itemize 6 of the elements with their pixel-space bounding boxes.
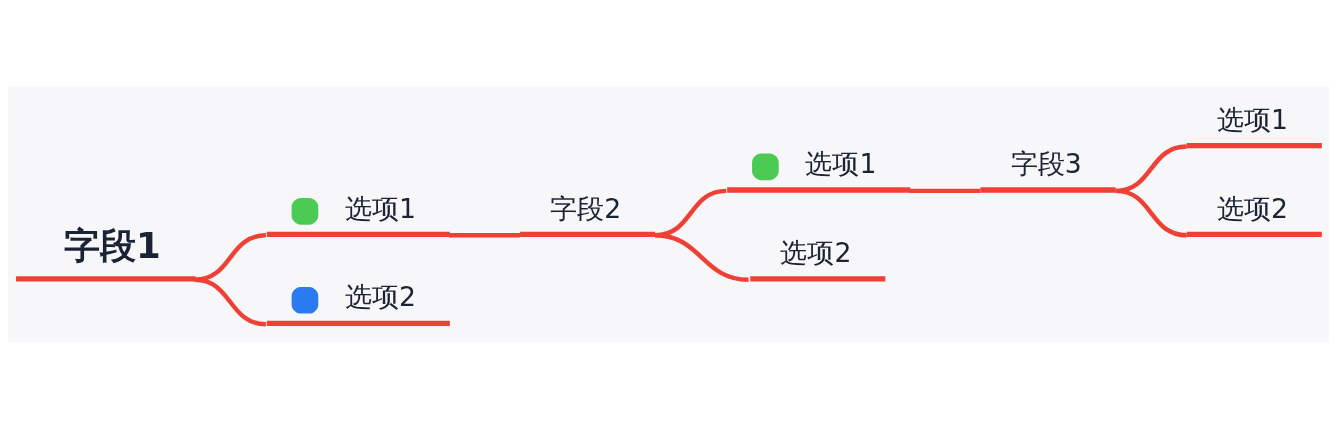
node-label: 字段3 [1010,147,1082,179]
node-label: 字段1 [64,224,161,266]
node-label: 选项1 [1216,103,1288,135]
node-label: 选项2 [780,236,852,268]
node-label: 选项2 [1216,192,1288,224]
node-label: 字段2 [550,192,622,224]
